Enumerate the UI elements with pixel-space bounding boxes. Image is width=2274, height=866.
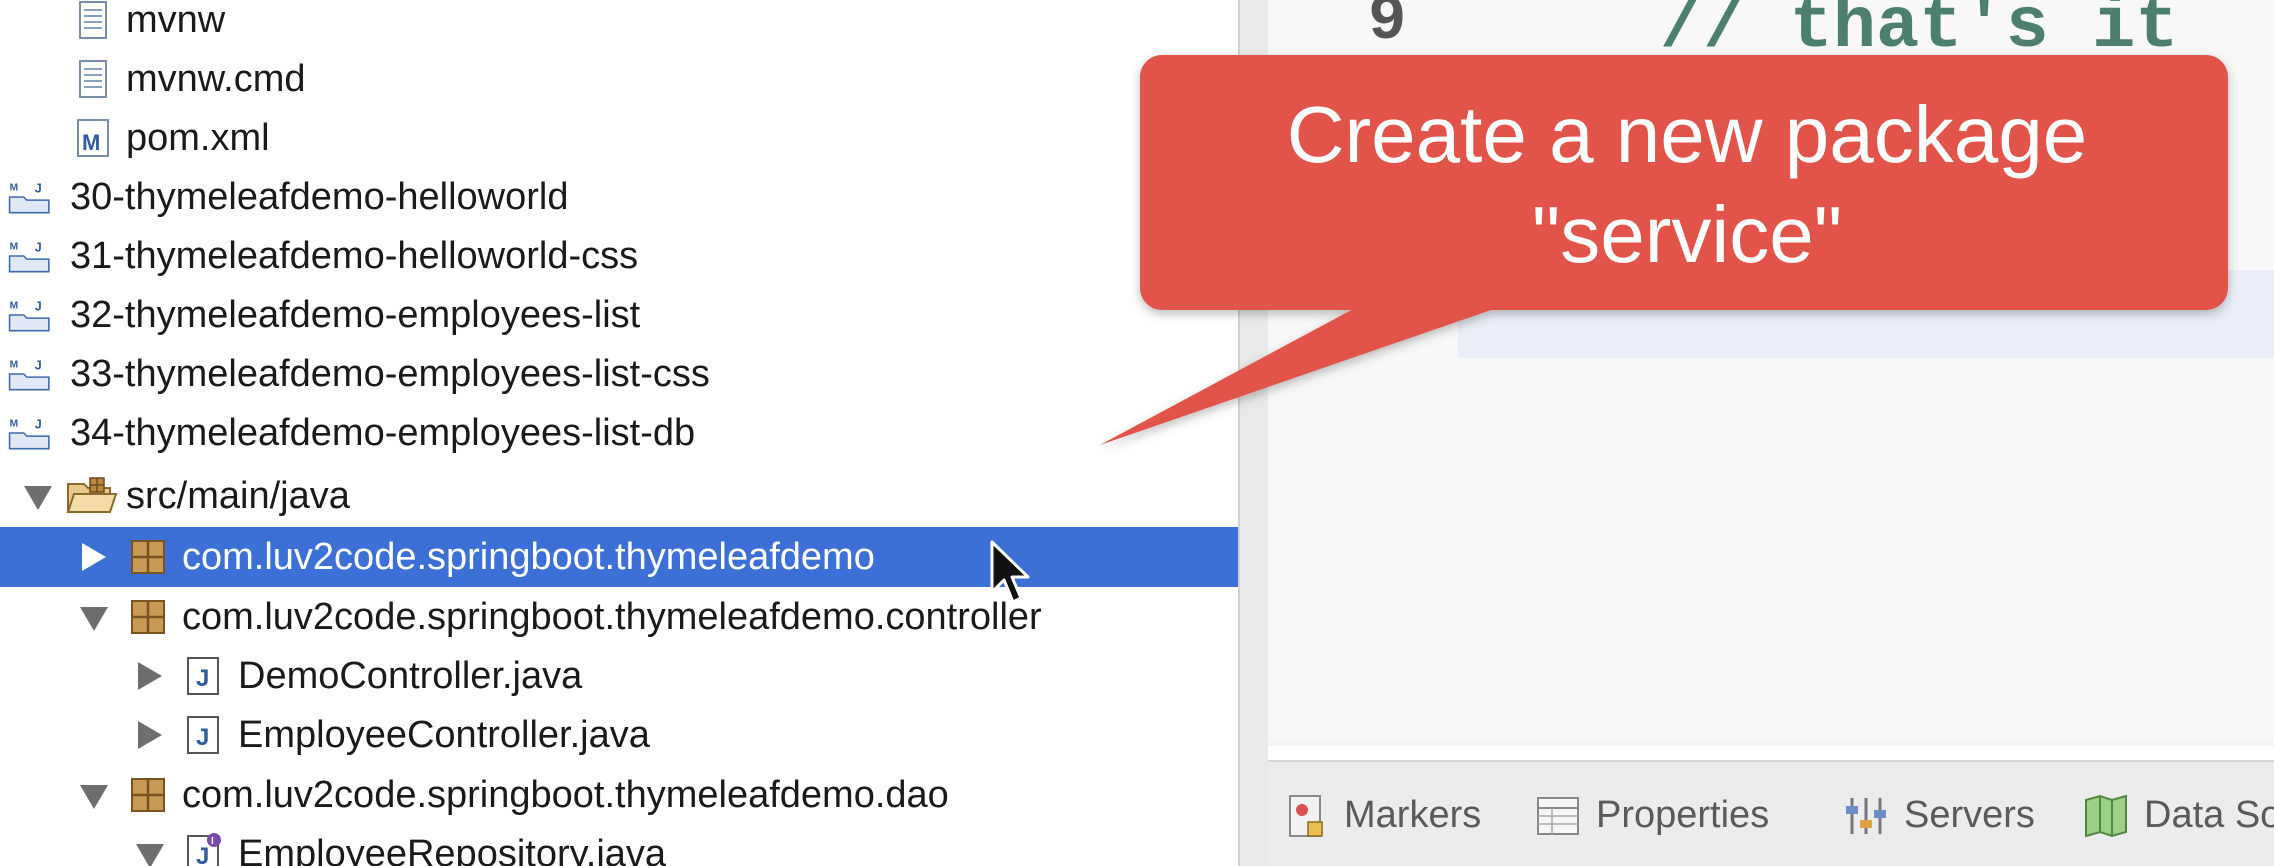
tab-markers[interactable]: Markers	[1268, 788, 1488, 842]
svg-text:I: I	[211, 836, 214, 847]
svg-text:M: M	[10, 242, 19, 253]
tab-servers[interactable]: Servers	[1828, 788, 2060, 842]
package-icon	[131, 540, 165, 574]
tree-item-label: com.luv2code.springboot.thymeleafdemo.co…	[182, 596, 1042, 638]
svg-text:M: M	[82, 130, 100, 155]
source-folder-icon	[66, 477, 118, 513]
tree-item-package[interactable]: com.luv2code.springboot.thymeleafdemo.da…	[0, 765, 1238, 825]
svg-text:J: J	[35, 181, 42, 195]
tab-label: Markers	[1344, 794, 1482, 836]
package-icon	[131, 778, 165, 812]
svg-text:J: J	[196, 724, 209, 751]
callout-line-2: "service"	[1531, 190, 1843, 279]
svg-text:M: M	[10, 183, 19, 194]
svg-text:J: J	[196, 665, 209, 692]
mouse-cursor-icon	[990, 540, 1030, 604]
svg-text:M: M	[10, 360, 19, 371]
java-file-icon: J	[187, 657, 219, 695]
svg-text:M: M	[10, 419, 19, 430]
tree-item-label: 32-thymeleafdemo-employees-list	[70, 294, 641, 336]
chevron-down-icon[interactable]	[136, 844, 164, 866]
servers-icon	[1846, 798, 1886, 834]
svg-text:J: J	[35, 358, 42, 372]
svg-text:J: J	[35, 299, 42, 313]
code-line: // that's it	[1660, 0, 2179, 68]
tree-item[interactable]: mvnw.cmd	[0, 49, 1238, 109]
package-icon	[131, 600, 165, 634]
tab-properties[interactable]: Properties	[1520, 788, 1790, 842]
tree-item-label: mvnw.cmd	[126, 58, 306, 100]
tree-item-label: com.luv2code.springboot.thymeleafdemo	[182, 536, 875, 578]
tree-item-label: 30-thymeleafdemo-helloworld	[70, 176, 569, 218]
tree-item-label: EmployeeRepository.java	[238, 833, 667, 866]
chevron-right-icon[interactable]	[138, 662, 162, 690]
markers-icon	[1289, 795, 1323, 837]
svg-text:J: J	[196, 843, 209, 866]
tab-label: Properties	[1596, 794, 1770, 836]
tree-item[interactable]: M pom.xml	[0, 108, 1238, 168]
tree-item-label: pom.xml	[126, 117, 270, 159]
tree-item-source-folder[interactable]: src/main/java	[0, 466, 1238, 526]
maven-pom-icon: M	[77, 119, 109, 157]
properties-icon	[1537, 797, 1579, 835]
java-interface-icon: JI	[187, 833, 221, 866]
line-number: 9	[1368, 0, 1407, 58]
svg-text:J: J	[35, 240, 42, 254]
svg-text:M: M	[10, 301, 19, 312]
tree-item-label: EmployeeController.java	[238, 714, 650, 756]
tree-item-label: com.luv2code.springboot.thymeleafdemo.da…	[182, 774, 949, 816]
tree-item-class[interactable]: J EmployeeController.java	[0, 705, 1238, 765]
tree-item-label: 34-thymeleafdemo-employees-list-db	[70, 412, 696, 454]
tree-item-package[interactable]: com.luv2code.springboot.thymeleafdemo.co…	[0, 587, 1238, 647]
text-file-icon	[79, 1, 107, 39]
tree-item-label: 33-thymeleafdemo-employees-list-css	[70, 353, 710, 395]
tree-item-label: mvnw	[126, 0, 226, 41]
chevron-down-icon[interactable]	[80, 785, 108, 809]
data-source-icon	[2085, 794, 2127, 838]
callout-line-1: Create a new package	[1286, 90, 2088, 179]
bottom-panel-tabs: Markers Properties Servers Data So	[1268, 760, 2274, 866]
tree-item-label: src/main/java	[126, 475, 350, 517]
chevron-right-icon[interactable]	[82, 543, 106, 571]
tree-item-label: DemoController.java	[238, 655, 583, 697]
tree-item-label: 31-thymeleafdemo-helloworld-css	[70, 235, 639, 277]
tab-label: Data So	[2144, 794, 2274, 836]
text-file-icon	[79, 60, 107, 98]
tab-data-source[interactable]: Data So	[2068, 788, 2274, 842]
tree-item-class[interactable]: J DemoController.java	[0, 646, 1238, 706]
svg-text:J: J	[35, 417, 42, 431]
tree-item[interactable]: mvnw	[0, 0, 1238, 50]
java-file-icon: J	[187, 716, 219, 754]
tree-item-package-selected[interactable]: com.luv2code.springboot.thymeleafdemo	[0, 527, 1238, 587]
chevron-right-icon[interactable]	[138, 721, 162, 749]
callout-text: Create a new package "service"	[1146, 85, 2228, 285]
chevron-down-icon[interactable]	[80, 607, 108, 631]
chevron-down-icon[interactable]	[24, 486, 52, 510]
tab-label: Servers	[1904, 794, 2035, 836]
